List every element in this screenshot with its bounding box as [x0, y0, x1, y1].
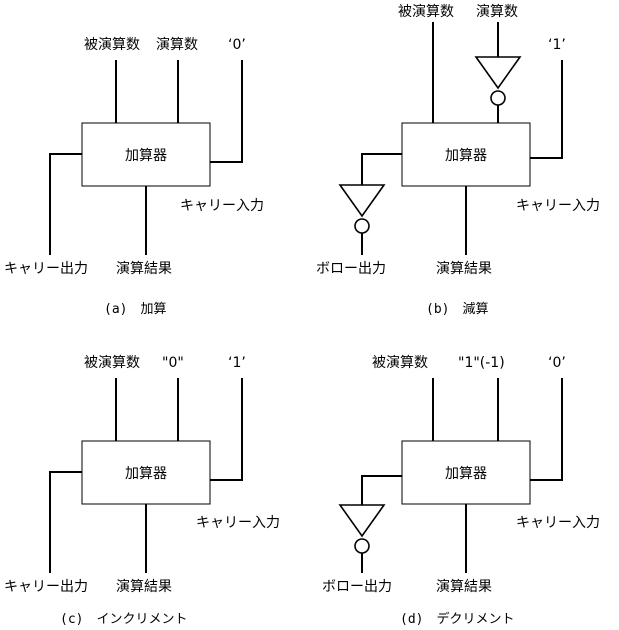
constant-label: ‘1’ [548, 37, 566, 53]
carry-in-wire [210, 60, 243, 163]
operand-b-label: 演算数 [156, 37, 198, 53]
carry-out-wire [49, 471, 82, 573]
diagram-subtraction: 加算器 被演算数 演算数 ‘1’ キャリー入力 ボロー出力 演算結果 (b) 減… [316, 4, 600, 317]
caption-a: (a) 加算 [104, 302, 166, 317]
diagram-decrement: 加算器 被演算数 "1"(-1) ‘0’ キャリー入力 ボロー出力 演算結果 (… [322, 355, 600, 627]
caption-b: (b) 減算 [426, 301, 488, 317]
operand-b-label: 演算数 [476, 4, 518, 20]
diagram-increment: 加算器 被演算数 "0" ‘1’ キャリー入力 キャリー出力 演算結果 (c) … [4, 355, 280, 627]
borrow-out-label: ボロー出力 [316, 261, 386, 277]
inverter-bubble [354, 538, 370, 554]
operand-a-label: 被演算数 [84, 355, 140, 371]
carry-in-wire [530, 60, 563, 159]
adder-label: 加算器 [125, 466, 167, 482]
inverter-bubble [354, 218, 370, 234]
adder-box [81, 440, 211, 505]
inverter-triangle [338, 184, 386, 218]
adder-box [401, 122, 531, 187]
inverter-triangle [474, 56, 522, 90]
adder-box [401, 440, 531, 505]
adder-label: 加算器 [445, 148, 487, 164]
borrow-out-label: ボロー出力 [322, 579, 392, 595]
constant-label: ‘0’ [228, 37, 246, 53]
carry-in-wire [210, 378, 243, 481]
diagram-addition: 加算器 被演算数 演算数 ‘0’ キャリー入力 キャリー出力 演算結果 (a) … [4, 37, 264, 317]
inverter-bubble [490, 90, 506, 106]
result-label: 演算結果 [436, 261, 492, 277]
caption-c: (c) インクリメント [60, 612, 187, 627]
carry-in-label: キャリー入力 [196, 515, 280, 531]
inverter-triangle [338, 504, 386, 538]
carry-in-label: キャリー入力 [516, 515, 600, 531]
adder-label: 加算器 [125, 148, 167, 164]
result-label: 演算結果 [436, 579, 492, 595]
carry-out-label: キャリー出力 [4, 579, 88, 595]
constant-label: ‘1’ [228, 355, 246, 371]
result-label: 演算結果 [116, 579, 172, 595]
carry-out-wire [49, 153, 82, 255]
carry-in-label: キャリー入力 [516, 198, 600, 214]
caption-d: (d) デクリメント [400, 611, 514, 627]
constant-zero-label: "0" [162, 355, 184, 371]
adder-box [81, 122, 211, 187]
adder-label: 加算器 [445, 466, 487, 482]
carry-in-label: キャリー入力 [180, 198, 264, 214]
carry-in-wire [530, 378, 563, 481]
result-label: 演算結果 [116, 261, 172, 277]
operand-a-label: 被演算数 [372, 355, 428, 371]
operand-a-label: 被演算数 [398, 4, 454, 20]
constant-label: ‘0’ [548, 355, 566, 371]
borrow-wire [361, 475, 402, 505]
carry-out-label: キャリー出力 [4, 261, 88, 277]
operand-a-label: 被演算数 [84, 37, 140, 53]
borrow-wire [361, 153, 402, 185]
constant-neg-one-label: "1"(-1) [458, 355, 505, 371]
